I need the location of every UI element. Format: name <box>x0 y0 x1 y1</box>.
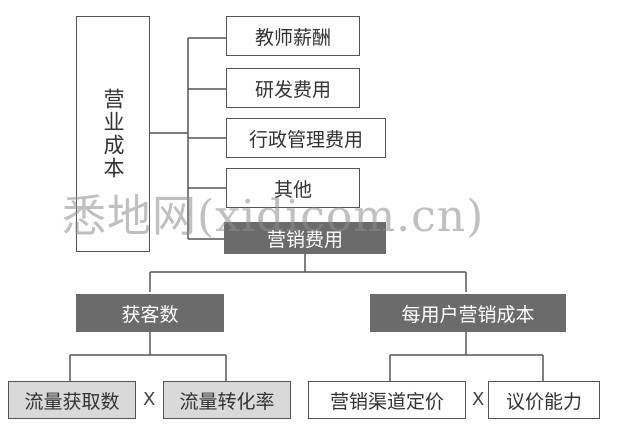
customers-acquired-label: 获客数 <box>121 303 179 326</box>
marketing-expense-box: 营销费用 <box>224 222 386 254</box>
teacher-salary-box: 教师薪酬 <box>226 16 360 56</box>
rd-expense-box: 研发费用 <box>226 68 360 108</box>
teacher-salary-label: 教师薪酬 <box>254 26 331 49</box>
conversion-rate-box: 流量转化率 <box>163 381 291 419</box>
watermark: 悉地网(xidicom.cn) <box>62 191 485 242</box>
conversion-rate-label: 流量转化率 <box>179 390 275 413</box>
customers-acquired-box: 获客数 <box>76 294 224 332</box>
bargaining-power-label: 议价能力 <box>505 390 582 413</box>
multiply-sign-left: X <box>143 389 156 410</box>
operating-cost-box: 营业成本 <box>76 16 150 252</box>
cost-per-user-label: 每用户营销成本 <box>401 303 535 326</box>
channel-pricing-label: 营销渠道定价 <box>329 390 444 413</box>
marketing-expense-label: 营销费用 <box>266 228 343 251</box>
admin-expense-label: 行政管理费用 <box>248 128 363 151</box>
operating-cost-label: 营业成本 <box>101 88 125 180</box>
other-box: 其他 <box>226 168 360 208</box>
traffic-acquired-box: 流量获取数 <box>8 381 136 419</box>
cost-per-user-box: 每用户营销成本 <box>370 294 566 332</box>
traffic-acquired-label: 流量获取数 <box>24 390 120 413</box>
rd-expense-label: 研发费用 <box>254 78 331 101</box>
admin-expense-box: 行政管理费用 <box>226 118 386 158</box>
bargaining-power-box: 议价能力 <box>488 381 600 419</box>
multiply-sign-right: X <box>472 389 485 410</box>
other-label: 其他 <box>273 178 312 201</box>
channel-pricing-box: 营销渠道定价 <box>308 381 466 419</box>
